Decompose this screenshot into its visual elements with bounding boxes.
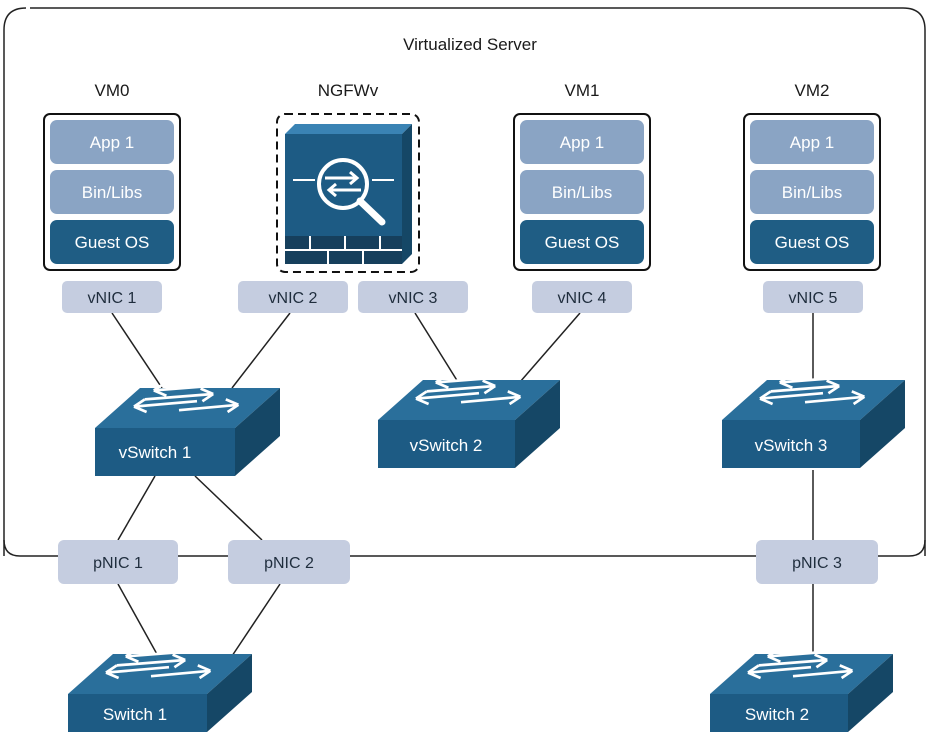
vm1-name: VM1 — [565, 81, 600, 100]
vm1: VM1 App 1 Bin/Libs Guest OS — [513, 81, 651, 271]
vnic-3 — [358, 281, 468, 313]
vm0-os-layer — [50, 220, 174, 264]
firewall: NGFWv — [276, 81, 420, 273]
vm2-os-layer — [750, 220, 874, 264]
vm0-app-layer — [50, 120, 174, 164]
pnic-3 — [756, 540, 878, 584]
vswitch-2: vSwitch 2 — [378, 373, 560, 468]
vm2: VM2 App 1 Bin/Libs Guest OS — [743, 81, 881, 271]
vswitch-3: vSwitch 3 — [722, 373, 905, 468]
firewall-icon — [285, 124, 412, 264]
vnic-2-label: vNIC 2 — [269, 290, 318, 307]
switch-2-label: Switch 2 — [745, 705, 809, 724]
server-title: Virtualized Server — [403, 35, 537, 54]
vnic-group: vNIC 1 vNIC 2 vNIC 3 vNIC 4 vNIC 5 — [62, 281, 863, 313]
pnic-1-label: pNIC 1 — [93, 555, 143, 572]
vswitch-1-label: vSwitch 1 — [119, 443, 192, 462]
vnic-1 — [62, 281, 162, 313]
vm1-app-label: App 1 — [560, 133, 604, 152]
vnic-4-label: vNIC 4 — [558, 290, 607, 307]
vm2-name: VM2 — [795, 81, 830, 100]
vm1-os-layer — [520, 220, 644, 264]
vnic-2 — [238, 281, 348, 313]
vswitch-1: vSwitch 1 — [95, 381, 280, 476]
pnic-3-label: pNIC 3 — [792, 555, 842, 572]
vnic-5-label: vNIC 5 — [789, 290, 838, 307]
vm1-os-label: Guest OS — [545, 233, 620, 252]
vm0-os-label: Guest OS — [75, 233, 150, 252]
vm0-app-label: App 1 — [90, 133, 134, 152]
pnic-2-label: pNIC 2 — [264, 555, 314, 572]
pnic-group: pNIC 1 pNIC 2 pNIC 3 — [58, 540, 878, 584]
vm0: VM0 App 1 Bin/Libs Guest OS — [43, 81, 181, 271]
vm2-app-layer — [750, 120, 874, 164]
vm2-app-label: App 1 — [790, 133, 834, 152]
vnic-4 — [532, 281, 632, 313]
vswitch-3-label: vSwitch 3 — [755, 436, 828, 455]
pnic-1 — [58, 540, 178, 584]
connection-lines — [20, 312, 909, 657]
vnic-5 — [763, 281, 863, 313]
server-boundary — [3, 7, 926, 556]
vswitch-2-label: vSwitch 2 — [410, 436, 483, 455]
vm1-app-layer — [520, 120, 644, 164]
switch-1: Switch 1 — [68, 647, 252, 732]
firewall-name: NGFWv — [318, 81, 379, 100]
vm1-libs-label: Bin/Libs — [552, 183, 612, 202]
pnic-2 — [228, 540, 350, 584]
vm0-libs-label: Bin/Libs — [82, 183, 142, 202]
vm2-os-label: Guest OS — [775, 233, 850, 252]
vm0-name: VM0 — [95, 81, 130, 100]
vm2-libs-label: Bin/Libs — [782, 183, 842, 202]
switch-2: Switch 2 — [710, 647, 893, 732]
vnic-1-label: vNIC 1 — [88, 290, 137, 307]
vm1-libs-layer — [520, 170, 644, 214]
vm2-libs-layer — [750, 170, 874, 214]
vnic-3-label: vNIC 3 — [389, 290, 438, 307]
vm0-libs-layer — [50, 170, 174, 214]
switch-1-label: Switch 1 — [103, 705, 167, 724]
